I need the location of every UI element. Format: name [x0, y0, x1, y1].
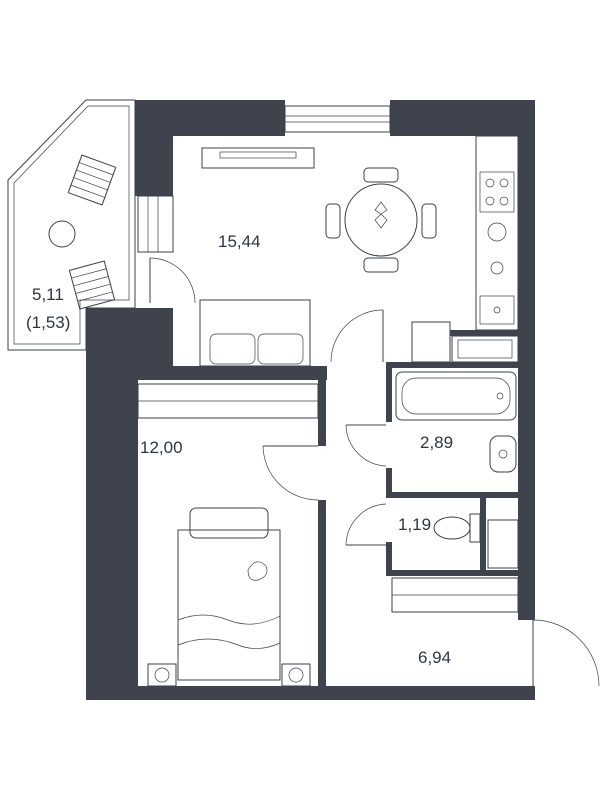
- sofa-icon: [199, 299, 311, 367]
- area-labels: 5,11 (1,53) 15,44 12,00 2,89 1,19 6,94: [26, 232, 453, 667]
- living-kitchen-furniture: [199, 135, 519, 367]
- kitchen-counter: [475, 135, 519, 331]
- area-label-bathroom: 2,89: [420, 433, 453, 452]
- washing-machine-icon: [451, 335, 519, 363]
- washbasin-icon: [489, 435, 517, 473]
- nightstand-icon: [281, 663, 311, 687]
- windows: [89, 105, 391, 598]
- walls: [86, 100, 535, 700]
- cooktop-icon: [479, 171, 515, 213]
- lounge-chair-icon: [67, 154, 117, 206]
- chair-icon: [421, 203, 437, 239]
- lounge-chair-icon: [68, 260, 116, 310]
- tv-icon: [201, 147, 315, 169]
- area-label-balcony-reduced: (1,53): [26, 313, 70, 332]
- flower-vase-icon: [374, 201, 388, 229]
- area-label-living-kitchen: 15,44: [218, 232, 261, 251]
- nightstand-icon: [147, 663, 177, 687]
- chair-icon: [363, 167, 399, 183]
- balcony: [7, 99, 136, 351]
- oven-icon: [479, 295, 515, 325]
- side-table-icon: [48, 220, 76, 248]
- faucet-icon: [490, 261, 504, 275]
- area-label-balcony: 5,11: [32, 285, 64, 304]
- doors: [149, 257, 600, 687]
- toilet-icon: [433, 513, 481, 543]
- bed-icon: [177, 507, 281, 681]
- chair-icon: [363, 257, 399, 273]
- bathroom-fixtures: [391, 371, 519, 613]
- area-label-toilet: 1,19: [398, 515, 431, 534]
- area-label-hallway: 6,94: [418, 648, 451, 667]
- cat-icon: [247, 561, 268, 581]
- area-label-bedroom: 12,00: [140, 438, 183, 457]
- bathtub-icon: [395, 371, 517, 421]
- water-heater-icon: [487, 519, 519, 569]
- cabinet-icon: [411, 321, 451, 363]
- sink-icon: [487, 222, 507, 242]
- bedroom-furniture: [137, 383, 319, 687]
- dining-table-icon: [344, 183, 418, 257]
- chair-icon: [325, 203, 341, 239]
